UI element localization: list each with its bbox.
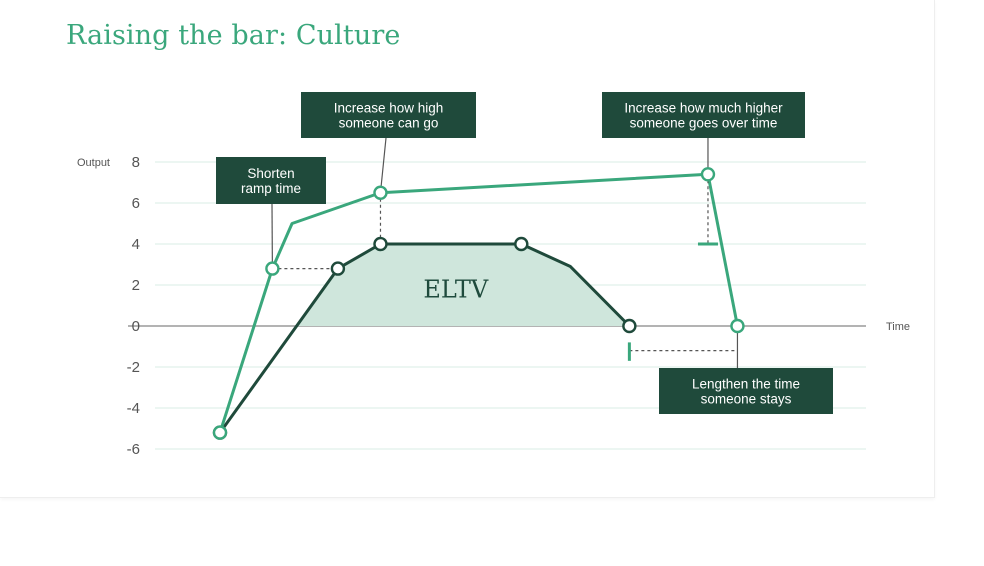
annotation-box	[216, 157, 326, 204]
series-line-baseline	[218, 242, 631, 434]
eltv-label: ELTV	[423, 275, 489, 303]
annotation-text: someone stays	[701, 392, 792, 407]
annotation-box	[659, 368, 833, 414]
y-tick-label: -6	[127, 441, 140, 458]
eltv-area: ELTV	[296, 244, 630, 326]
annotation-text: Increase how much higher	[624, 101, 783, 116]
x-axis-label: Time	[886, 321, 910, 333]
y-tick-label: 2	[132, 277, 140, 294]
annotation-box	[602, 92, 805, 138]
y-tick-label: 4	[132, 236, 140, 253]
data-point-baseline	[373, 236, 388, 252]
y-tick-label: 6	[132, 195, 140, 212]
series-line-raised	[218, 172, 739, 434]
annotation-text: Increase how high	[334, 101, 444, 116]
y-tick-label: -4	[127, 400, 140, 417]
data-point-raised	[700, 167, 716, 182]
annotation-text: ramp time	[241, 181, 301, 196]
annotation-box	[301, 92, 476, 138]
high-leader	[379, 137, 387, 193]
data-point-raised	[373, 185, 388, 200]
eltv-area-fill	[296, 244, 630, 326]
annotation-text: Shorten	[247, 166, 294, 181]
data-point-baseline	[514, 236, 529, 252]
series-markers	[212, 167, 745, 440]
y-tick-label: -2	[127, 359, 140, 376]
data-point-raised	[730, 318, 745, 334]
y-tick-label: 8	[132, 154, 140, 171]
y-axis-label: Output	[77, 157, 110, 169]
page-title: Raising the bar: Culture	[66, 20, 401, 51]
series-lines	[218, 172, 739, 434]
data-point-raised	[265, 261, 280, 276]
annotation-text: Lengthen the time	[692, 377, 800, 392]
data-point-baseline	[330, 261, 346, 276]
data-point-raised	[212, 425, 228, 440]
y-tick-label: 0	[132, 318, 140, 335]
annotation-text: someone can go	[339, 116, 439, 131]
data-point-baseline	[622, 318, 637, 334]
annotation-text: someone goes over time	[630, 116, 778, 131]
